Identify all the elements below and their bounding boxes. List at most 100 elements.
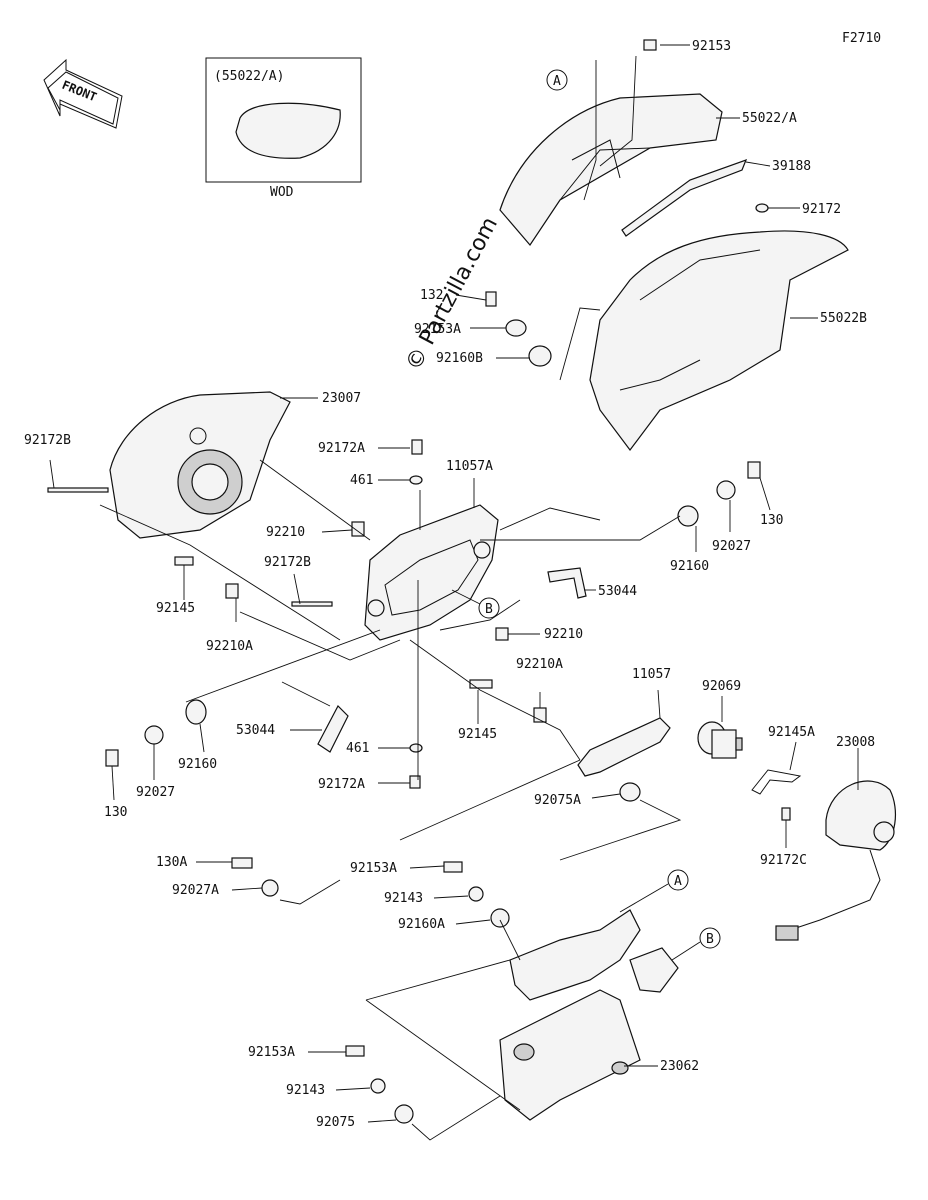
label-92210-b: 92210 [544, 627, 583, 642]
stay-23062 [499, 909, 679, 1121]
label-92153a-c: 92153A [248, 1045, 295, 1060]
bolt-92153a-c [345, 1045, 365, 1057]
collar-92027-a [716, 480, 736, 500]
callout-b-low: B [671, 927, 721, 961]
svg-text:A: A [674, 874, 682, 889]
part-labels: 92153 55022/A 39188 92172 55022B 132 921… [24, 39, 875, 1130]
label-92160-b: 92160 [178, 757, 217, 772]
label-53044-upper: 53044 [598, 584, 637, 599]
trim-strip-39188 [621, 158, 748, 237]
label-55022a: 55022/A [742, 111, 797, 126]
grommet-92160a [490, 908, 510, 928]
screw-92172a-top [411, 439, 423, 455]
collar-92143-a [468, 886, 484, 902]
callout-a-low: A [619, 869, 689, 913]
label-23062: 23062 [660, 1059, 699, 1074]
label-92172c: 92172C [760, 853, 807, 868]
label-55022b: 55022B [820, 311, 867, 326]
label-92027a: 92027A [172, 883, 219, 898]
label-92172b-b: 92172B [264, 555, 311, 570]
collar-92027-b [144, 725, 164, 745]
label-92075: 92075 [316, 1115, 355, 1130]
label-53044-lower: 53044 [236, 723, 275, 738]
leader-lines [49, 44, 859, 1141]
bolt-130a [231, 857, 253, 869]
inset-note: WOD [270, 185, 294, 200]
upper-cowl-55022a [499, 93, 723, 246]
label-130-a: 130 [760, 513, 783, 528]
label-92069: 92069 [702, 679, 741, 694]
grommet-92075 [394, 1104, 414, 1124]
bulb-92069 [697, 721, 743, 759]
screw-92172b-b [291, 601, 333, 607]
label-92210a-b: 92210A [516, 657, 563, 672]
hose-53044-upper [547, 567, 587, 599]
nut-92210-b [495, 627, 509, 641]
label-130a: 130A [156, 855, 187, 870]
svg-text:A: A [553, 74, 561, 89]
label-92153a-b: 92153A [350, 861, 397, 876]
spring-clip-92145a [751, 769, 802, 795]
grommet-92160b [528, 345, 552, 367]
bracket-11057a [364, 504, 499, 641]
spring-92145-a [174, 556, 194, 566]
bolt-130-a [747, 461, 761, 479]
collar-92143-b [370, 1078, 386, 1094]
label-23008: 23008 [836, 735, 875, 750]
grommet-92075a [619, 782, 641, 802]
label-92075a: 92075A [534, 793, 581, 808]
label-461-b: 461 [346, 741, 369, 756]
inset-box: (55022/A) WOD [205, 57, 362, 200]
bolt-92153 [643, 39, 657, 51]
hose-53044-lower [317, 704, 349, 753]
nut-92210-a [351, 521, 365, 537]
label-92210-a: 92210 [266, 525, 305, 540]
label-92145-b: 92145 [458, 727, 497, 742]
label-11057a: 11057A [446, 459, 493, 474]
label-132: 132 [420, 288, 443, 303]
label-92143-a: 92143 [384, 891, 423, 906]
label-130-b: 130 [104, 805, 127, 820]
diagram-code: F2710 [842, 31, 881, 46]
label-92160b: 92160B [436, 351, 483, 366]
front-arrow-icon: FRONT [43, 58, 123, 129]
label-92172b-a: 92172B [24, 433, 71, 448]
svg-text:B: B [706, 932, 714, 947]
grommet-92160-a [677, 505, 699, 527]
label-92145-a: 92145 [156, 601, 195, 616]
label-92027-b: 92027 [136, 785, 175, 800]
collar-92027a [261, 879, 279, 897]
label-11057: 11057 [632, 667, 671, 682]
headlight-23007 [109, 391, 291, 539]
bolt-92153a-b [443, 861, 463, 873]
bolt-132 [485, 291, 497, 307]
screw-92172b-a [47, 487, 109, 493]
label-92153: 92153 [692, 39, 731, 54]
screw-92172 [755, 203, 769, 213]
callout-a-top: A [546, 69, 568, 91]
bracket-11057 [577, 717, 671, 777]
svg-text:B: B [485, 602, 493, 617]
label-92153a-top: 92153A [414, 322, 461, 337]
screw-92172a-b [409, 775, 421, 789]
label-461-top: 461 [350, 473, 373, 488]
label-23007: 23007 [322, 391, 361, 406]
grommet-92160-b [185, 699, 207, 725]
label-92143-b: 92143 [286, 1083, 325, 1098]
label-92210a-a: 92210A [206, 639, 253, 654]
screw-92172c [781, 807, 791, 821]
label-92160a: 92160A [398, 917, 445, 932]
label-39188: 39188 [772, 159, 811, 174]
small-parts [47, 39, 791, 1124]
washer-461-b [409, 743, 423, 753]
label-92172a-top: 92172A [318, 441, 365, 456]
washer-461-top [409, 475, 423, 485]
label-92172a-b: 92172A [318, 777, 365, 792]
spring-92145-b [469, 679, 493, 689]
inset-part-label: (55022/A) [214, 69, 284, 84]
label-92027-a: 92027 [712, 539, 751, 554]
bolt-130-b [105, 749, 119, 767]
label-92172: 92172 [802, 202, 841, 217]
nut-92210a-a [225, 583, 239, 599]
